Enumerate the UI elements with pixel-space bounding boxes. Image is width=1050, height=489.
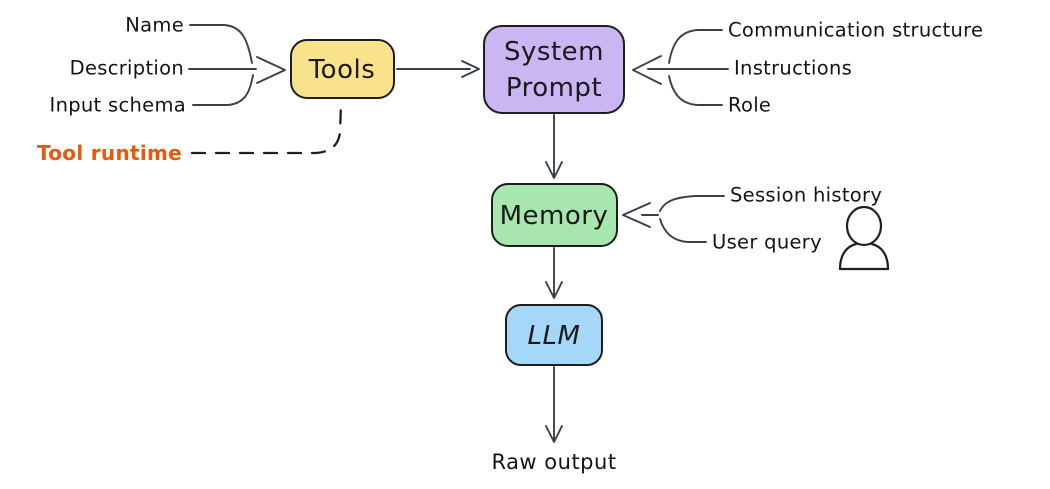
node-tools-label: Tools bbox=[308, 55, 376, 85]
label-instructions: Instructions bbox=[734, 57, 852, 80]
label-raw-output: Raw output bbox=[491, 450, 616, 474]
label-user-query: User query bbox=[712, 231, 822, 254]
arrowhead-memory-to-llm bbox=[545, 281, 563, 299]
arrowhead-into-tools bbox=[256, 56, 286, 84]
label-role: Role bbox=[728, 94, 771, 117]
label-session-history: Session history bbox=[730, 184, 882, 207]
connector-tool-runtime-dashed bbox=[190, 102, 343, 155]
connector-session-history-to-memory bbox=[659, 195, 725, 212]
arrowhead-into-system-prompt bbox=[632, 55, 662, 85]
connector-name-to-tools bbox=[189, 24, 253, 64]
node-system-prompt-label-line2: Prompt bbox=[506, 73, 602, 103]
label-communication-structure: Communication structure bbox=[728, 19, 983, 42]
label-name: Name bbox=[125, 14, 184, 37]
label-description: Description bbox=[70, 57, 184, 80]
node-llm bbox=[505, 304, 603, 366]
node-tools bbox=[290, 39, 395, 99]
connector-input-schema-to-tools bbox=[192, 74, 254, 106]
node-memory bbox=[491, 183, 618, 247]
connector-role-to-system-prompt bbox=[668, 75, 723, 106]
connector-user-query-to-memory bbox=[659, 218, 707, 243]
arrowhead-system-prompt-to-memory bbox=[545, 161, 563, 179]
label-tool-runtime: Tool runtime bbox=[37, 141, 182, 165]
arrowhead-llm-to-raw-output bbox=[545, 425, 563, 443]
label-input-schema: Input schema bbox=[50, 94, 186, 117]
node-system-prompt bbox=[483, 25, 625, 114]
person-icon bbox=[838, 205, 890, 271]
node-llm-label: LLM bbox=[528, 321, 581, 351]
node-memory-label: Memory bbox=[500, 201, 609, 231]
arrowhead-into-memory bbox=[622, 202, 651, 228]
arrowhead-tools-to-system-prompt bbox=[461, 60, 480, 78]
connector-communication-structure-to-system-prompt bbox=[668, 29, 723, 64]
node-system-prompt-label-line1: System bbox=[504, 37, 604, 67]
